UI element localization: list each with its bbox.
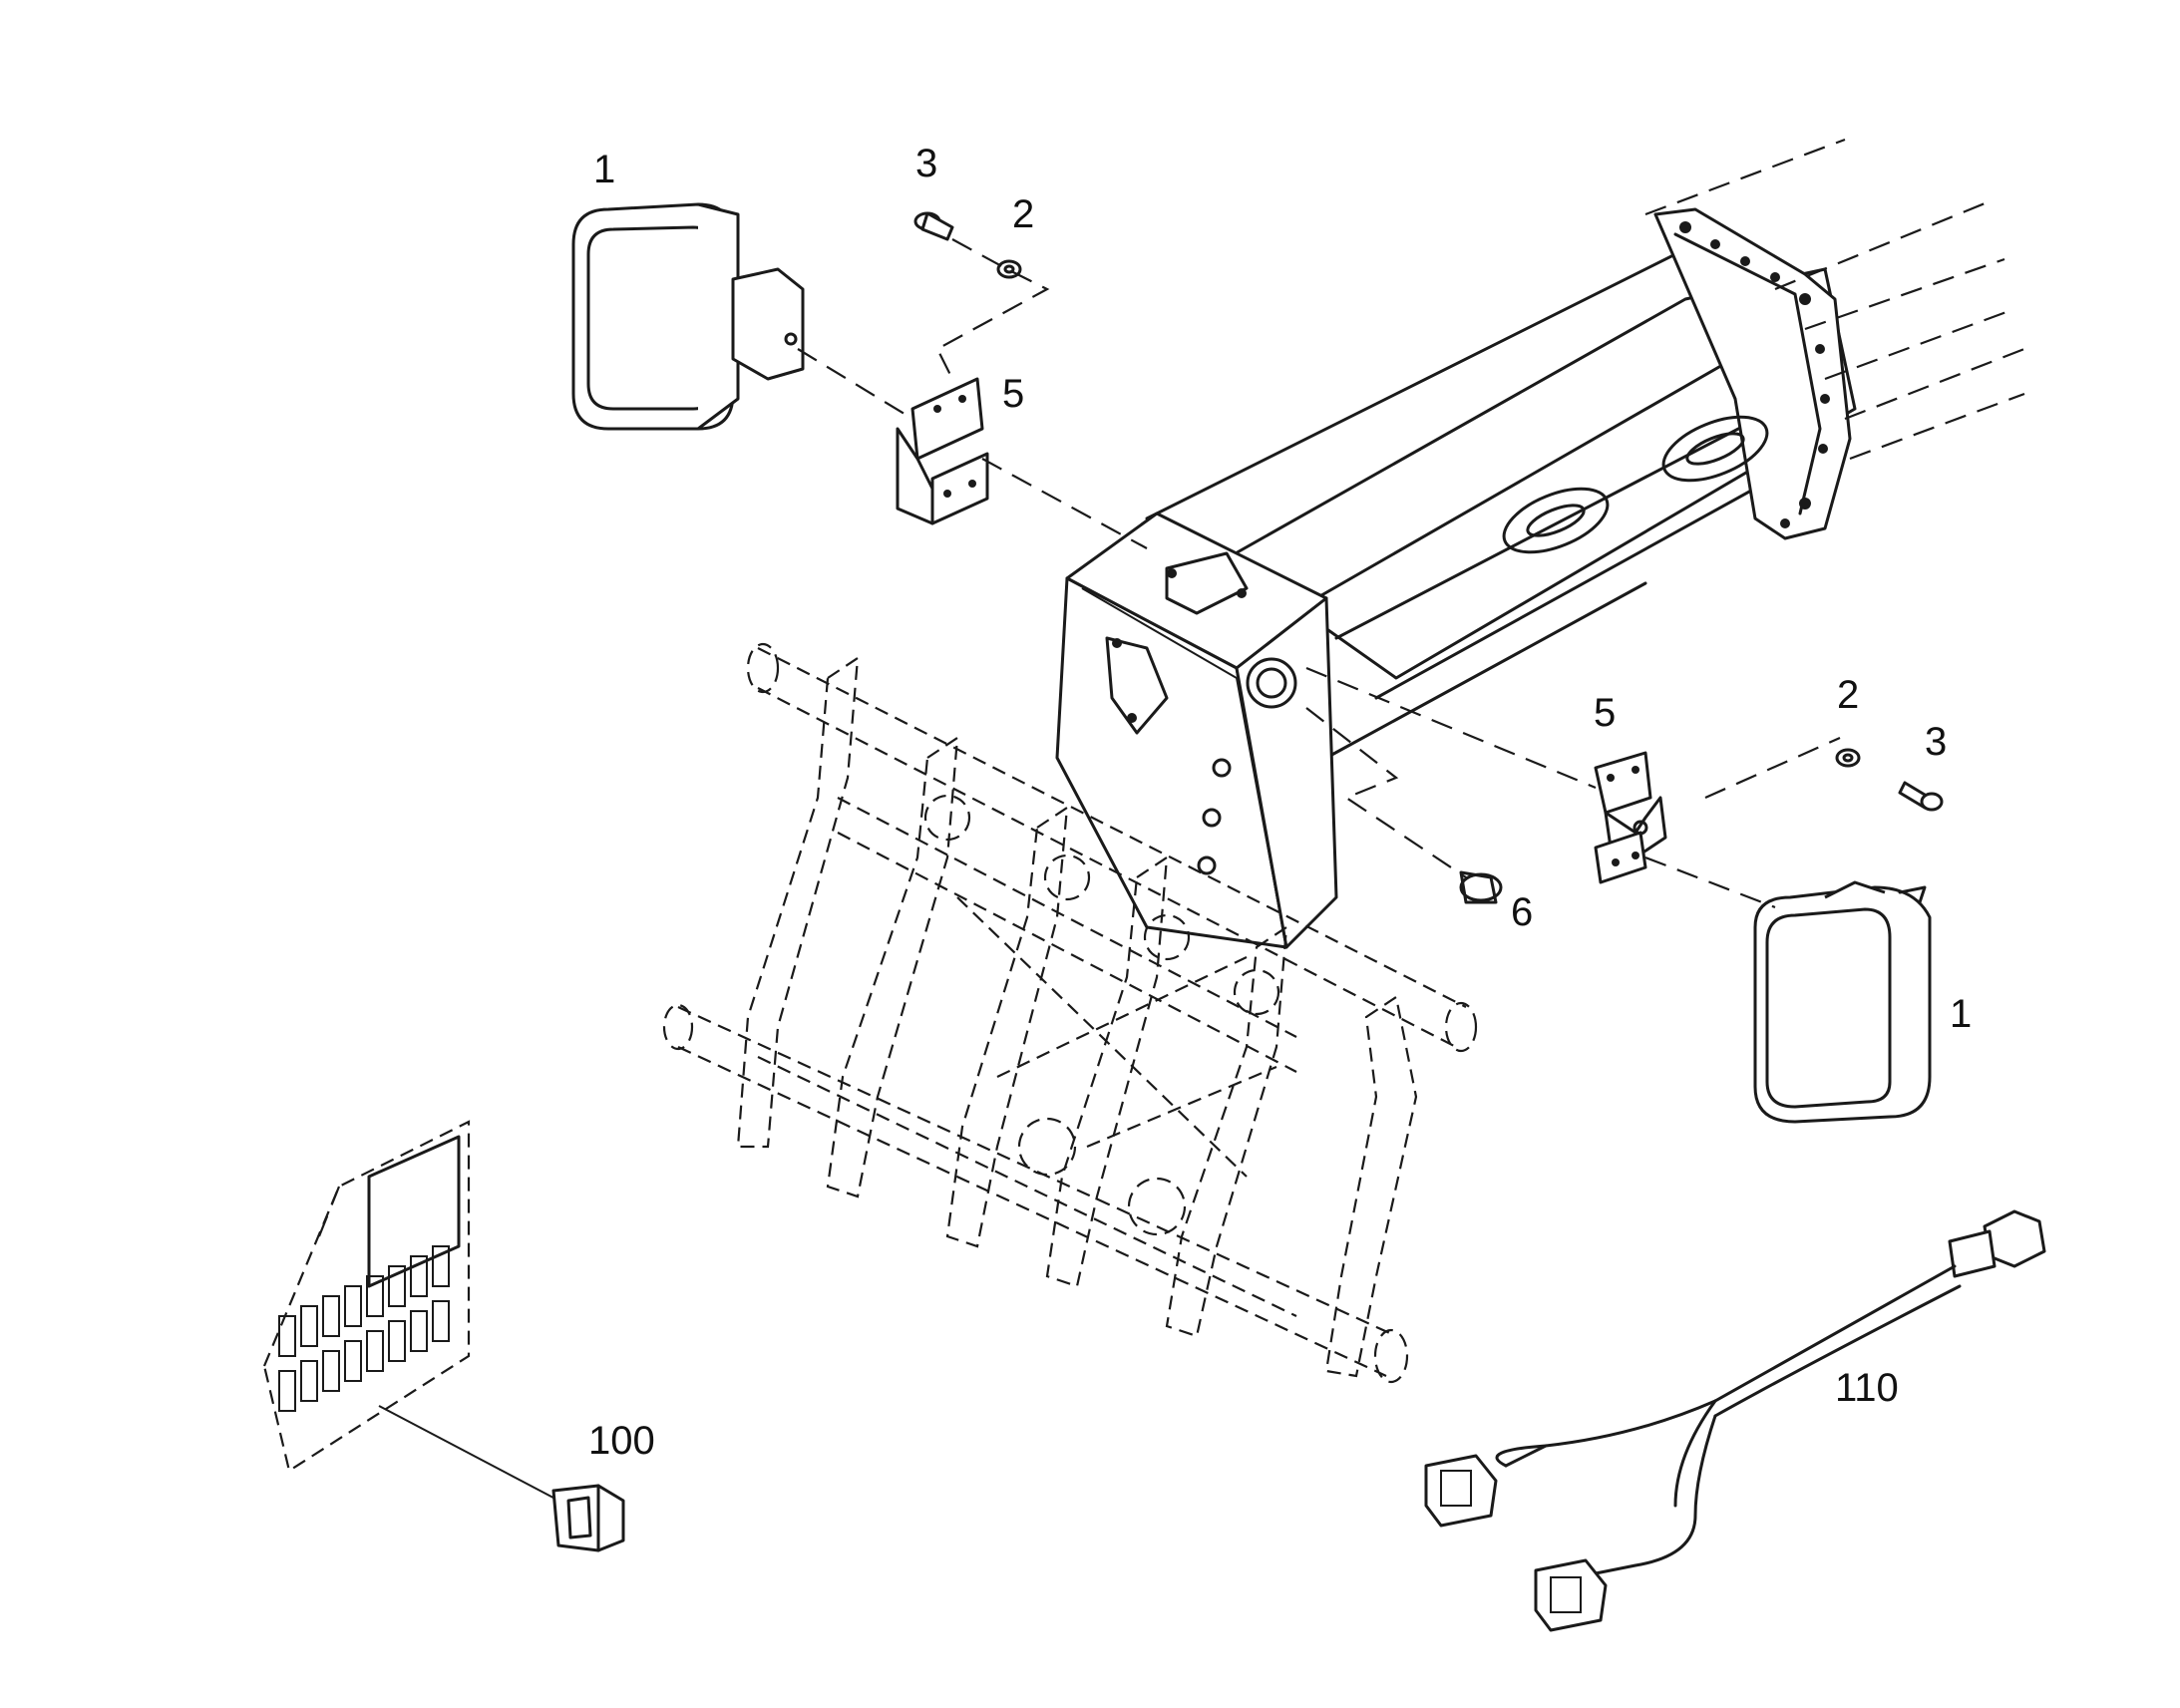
callout-3-top: 3 (915, 142, 937, 185)
screw-right (1898, 781, 1944, 812)
switch-panel (262, 1120, 569, 1507)
callout-3-right: 3 (1925, 720, 1947, 764)
rocker-switch (551, 1484, 625, 1552)
washer-top (996, 259, 1022, 279)
washer-right (1835, 748, 1861, 768)
callout-2-right: 2 (1837, 673, 1859, 717)
boom-head (1055, 512, 1338, 949)
telescopic-boom (1145, 138, 2025, 760)
wiring-harness (1424, 1209, 2046, 1632)
callout-1-right: 1 (1950, 992, 1972, 1036)
work-light-left (571, 202, 805, 431)
leader-lines (317, 238, 1841, 1237)
bushing-6 (1459, 870, 1503, 904)
callout-1-left: 1 (593, 148, 615, 191)
bracket-top (896, 377, 989, 525)
work-light-right (1753, 880, 1932, 1124)
fork-carriage (662, 642, 1478, 1384)
callout-5-top: 5 (1002, 372, 1024, 416)
screw-top (913, 211, 954, 241)
callout-6: 6 (1511, 890, 1533, 934)
callout-110: 110 (1835, 1366, 1899, 1410)
bracket-right (1594, 751, 1667, 884)
callout-100: 100 (588, 1419, 655, 1463)
callout-5-right: 5 (1594, 691, 1616, 735)
callout-2-top: 2 (1012, 192, 1034, 236)
